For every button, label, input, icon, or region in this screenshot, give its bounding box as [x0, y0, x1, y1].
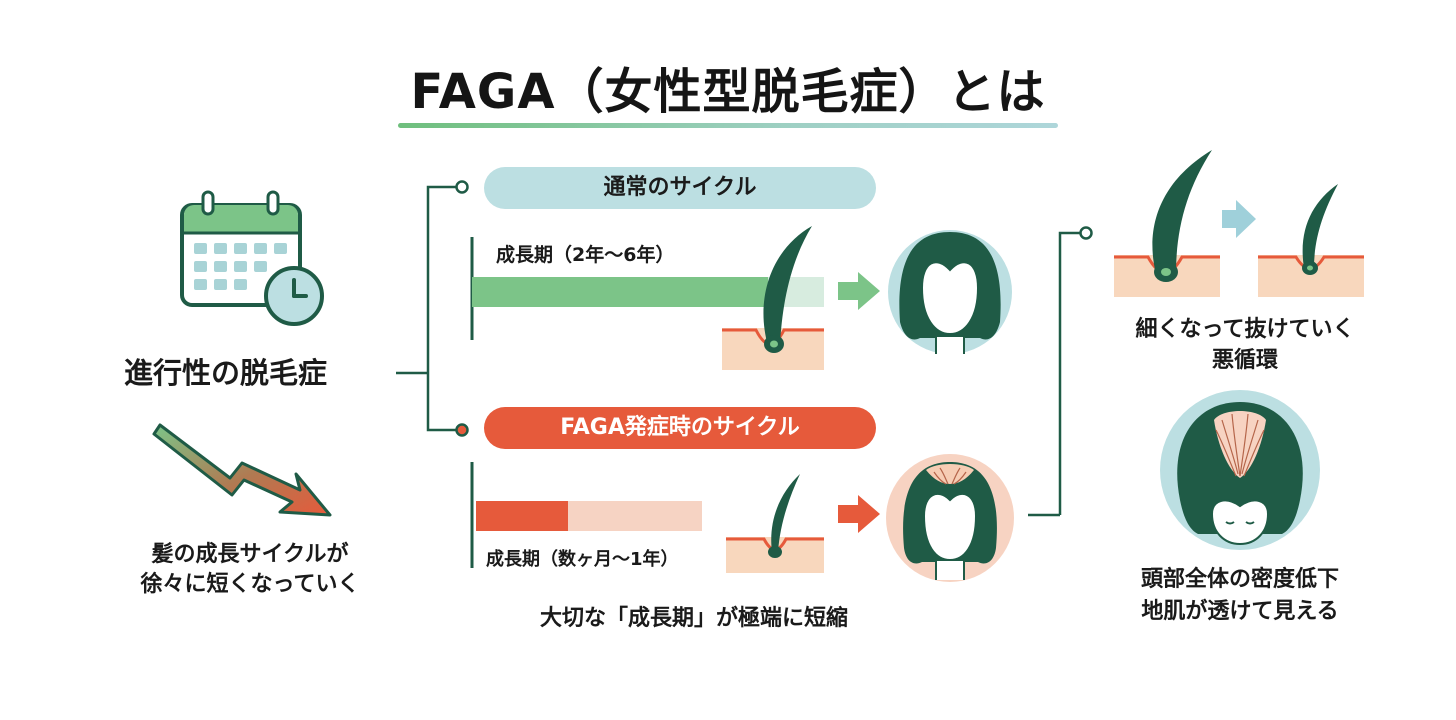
- normal-cycle-pill: 通常のサイクル: [484, 167, 876, 209]
- faga-bar-tail: [568, 501, 702, 531]
- thin-hair-follicle-icon: [1258, 184, 1364, 297]
- connector-dot: [455, 423, 469, 437]
- density-loss-line1: 頭部全体の密度低下: [1140, 567, 1339, 592]
- vicious-cycle-caption: 細くなって抜けていく 悪循環: [1100, 314, 1390, 376]
- thin-hair-follicle-icon: [726, 474, 824, 573]
- scalp-thinning-top-view-icon: [1160, 390, 1320, 550]
- down-trend-arrow-icon: [152, 423, 332, 517]
- left-caption: 髪の成長サイクルが 徐々に短くなっていく: [100, 540, 400, 600]
- left-caption-line1: 髪の成長サイクルが: [151, 542, 349, 567]
- vicious-cycle-line1: 細くなって抜けていく: [1135, 317, 1355, 342]
- thick-hair-follicle-icon: [1114, 150, 1220, 297]
- faga-growth-label: 成長期（数ヶ月〜1年）: [486, 549, 679, 570]
- normal-growth-bar: [472, 277, 768, 307]
- right-arrow-icon: [838, 495, 880, 533]
- clock-icon: [264, 266, 324, 326]
- woman-thinning-hair-icon: [886, 454, 1014, 582]
- faga-cycle-pill: FAGA発症時のサイクル: [484, 407, 876, 449]
- growth-shortened-caption: 大切な「成長期」が極端に短縮: [540, 606, 849, 631]
- thick-hair-follicle-icon: [722, 226, 824, 370]
- normal-growth-label: 成長期（2年〜6年）: [496, 244, 675, 266]
- progressive-hair-loss-heading: 進行性の脱毛症: [124, 356, 328, 390]
- faga-growth-bar: [476, 501, 568, 531]
- right-arrow-icon: [838, 272, 880, 310]
- connector-dot: [455, 180, 469, 194]
- right-bracket-connector: [1028, 231, 1080, 517]
- density-loss-line2: 地肌が透けて見える: [1141, 599, 1339, 624]
- vicious-cycle-line2: 悪循環: [1211, 348, 1278, 373]
- woman-full-hair-icon: [888, 230, 1012, 354]
- left-bracket-connector: [396, 185, 458, 432]
- page-title: FAGA（女性型脱毛症）とは: [410, 64, 1046, 120]
- connector-dot: [1079, 226, 1093, 240]
- left-caption-line2: 徐々に短くなっていく: [140, 572, 360, 597]
- right-arrow-icon: [1222, 200, 1256, 238]
- density-loss-caption: 頭部全体の密度低下 地肌が透けて見える: [1090, 564, 1390, 628]
- title-underline: [398, 123, 1058, 128]
